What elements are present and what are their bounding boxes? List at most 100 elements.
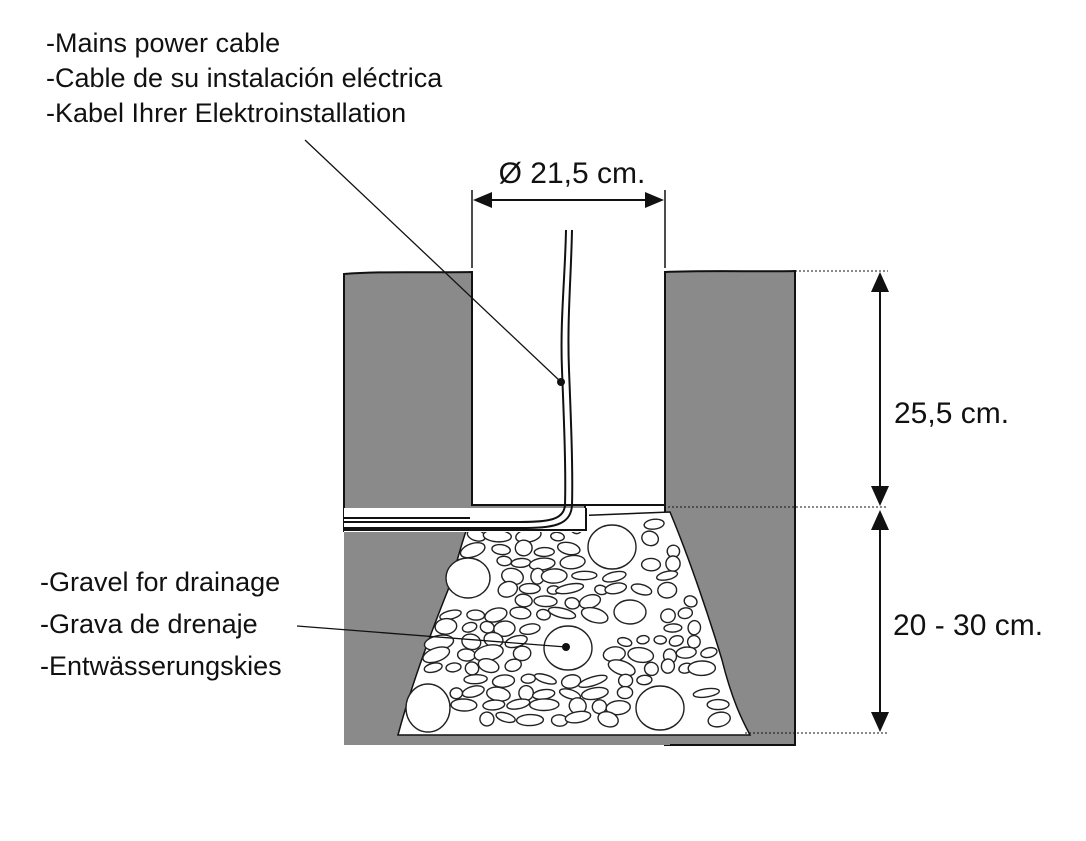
gravel-stone (484, 607, 508, 623)
gravel-stone (520, 673, 537, 684)
gravel-stone (613, 599, 647, 625)
gravel-stone (509, 606, 532, 620)
gravel-stone (601, 570, 627, 583)
gravel-stone (687, 660, 717, 677)
gravel-stone (506, 698, 531, 710)
gravel-stone (643, 518, 665, 530)
gravel-stone (597, 710, 619, 728)
cable-leader-dot (557, 378, 565, 386)
gravel-stone (464, 661, 480, 676)
gravel-stone (636, 634, 650, 645)
gravel-label-en: -Gravel for drainage (40, 567, 280, 597)
gravel-stone (577, 674, 608, 689)
gravel-stone (555, 582, 585, 595)
gravel-stone (519, 623, 541, 636)
gravel-stone (605, 700, 631, 716)
gravel-leader-line (296, 625, 567, 648)
gravel-stone (445, 662, 462, 673)
gravel-stone (616, 636, 633, 648)
gravel-mound (397, 511, 752, 736)
gravel-label-es: -Grava de drenaje (40, 609, 258, 639)
hole-depth-label: 25,5 cm. (894, 397, 1009, 430)
gravel-stone (617, 673, 634, 688)
gravel-label-de: -Entwässerungskies (40, 651, 282, 681)
power-cable (344, 229, 574, 529)
gravel-stone (514, 539, 533, 557)
gravel-stone (660, 608, 676, 624)
gravel-stone (687, 619, 702, 636)
gravel-stone (707, 711, 731, 728)
gravel-stone (510, 557, 532, 569)
gravel-stone (533, 546, 555, 558)
gravel-stone (536, 608, 551, 621)
gravel-stone (550, 531, 565, 542)
gravel-stone (675, 646, 697, 659)
gravel-stone (528, 557, 556, 571)
gravel-stone (660, 658, 676, 674)
gravel-stone (515, 713, 545, 727)
gravel-stone (463, 673, 488, 685)
gravel-depth-label: 20 - 30 cm. (893, 609, 1043, 642)
gravel-stone (493, 620, 516, 638)
gravel-stone (580, 686, 609, 701)
gravel-stone (459, 542, 486, 559)
gravel-stone (700, 646, 718, 659)
gravel-stone (405, 683, 451, 733)
gravel-stone (635, 685, 685, 731)
gravel-stone (683, 595, 698, 608)
gravel-stone (514, 593, 533, 608)
diameter-dimension: Ø 21,5 cm. (471, 157, 666, 268)
gravel-stone (641, 530, 660, 547)
gravel-stone (504, 658, 522, 673)
gravel-stone (692, 687, 720, 699)
gravel-stone (495, 711, 516, 724)
gravel-stone (558, 688, 582, 701)
gravel-leader-dot (562, 643, 570, 651)
gravel-stone (450, 698, 478, 712)
gravel-stone (445, 557, 491, 599)
gravel-stone (422, 646, 451, 664)
gravel-stone (677, 607, 694, 620)
cable-leader-line (304, 139, 562, 383)
gravel-stone (512, 645, 532, 662)
gravel-stone (607, 659, 636, 677)
diameter-label: Ø 21,5 cm. (499, 157, 646, 190)
gravel-stone (657, 581, 678, 599)
gravel-stone (456, 648, 477, 662)
gravel-stone (479, 711, 495, 727)
gravel-stone (497, 580, 519, 598)
gravel-stone (604, 582, 628, 595)
gravel-stone (668, 635, 684, 647)
gravel-stone (643, 661, 659, 677)
gravel-stone (636, 674, 653, 686)
gravel-label-group: -Gravel for drainage -Grava de drenaje -… (40, 567, 282, 681)
gravel-stone (564, 710, 592, 724)
gravel-stone (587, 524, 637, 570)
gravel-stone (461, 685, 485, 699)
gravel-stone (540, 568, 568, 584)
gravel-stone (533, 673, 557, 685)
cable-label-de: -Kabel Ihrer Elektroinstallation (46, 98, 406, 128)
gravel-stone (518, 582, 541, 595)
cable-label-es: -Cable de su instalación eléctrica (46, 63, 443, 93)
gravel-stone (496, 555, 513, 567)
gravel-stone (656, 570, 679, 581)
gravel-stone (559, 554, 586, 570)
gravel-stone (423, 662, 443, 674)
gravel-stone (616, 685, 634, 700)
gravel-stone (560, 674, 582, 689)
gravel-stone (449, 687, 464, 700)
gravel-stone (466, 609, 486, 621)
gravel-stone (461, 621, 478, 633)
gravel-stone (533, 595, 558, 608)
gravel-stone (482, 699, 506, 711)
gravel-stone (477, 657, 500, 674)
gravel-stone (529, 698, 560, 712)
gravel-stone (627, 646, 655, 664)
gravel-stone (665, 555, 681, 572)
depth-dimensions: 25,5 cm. 20 - 30 cm. (668, 270, 1043, 734)
gravel-stone (547, 606, 577, 620)
cable-label-group: -Mains power cable -Cable de su instalac… (46, 28, 443, 128)
gravel-stone (706, 698, 730, 711)
